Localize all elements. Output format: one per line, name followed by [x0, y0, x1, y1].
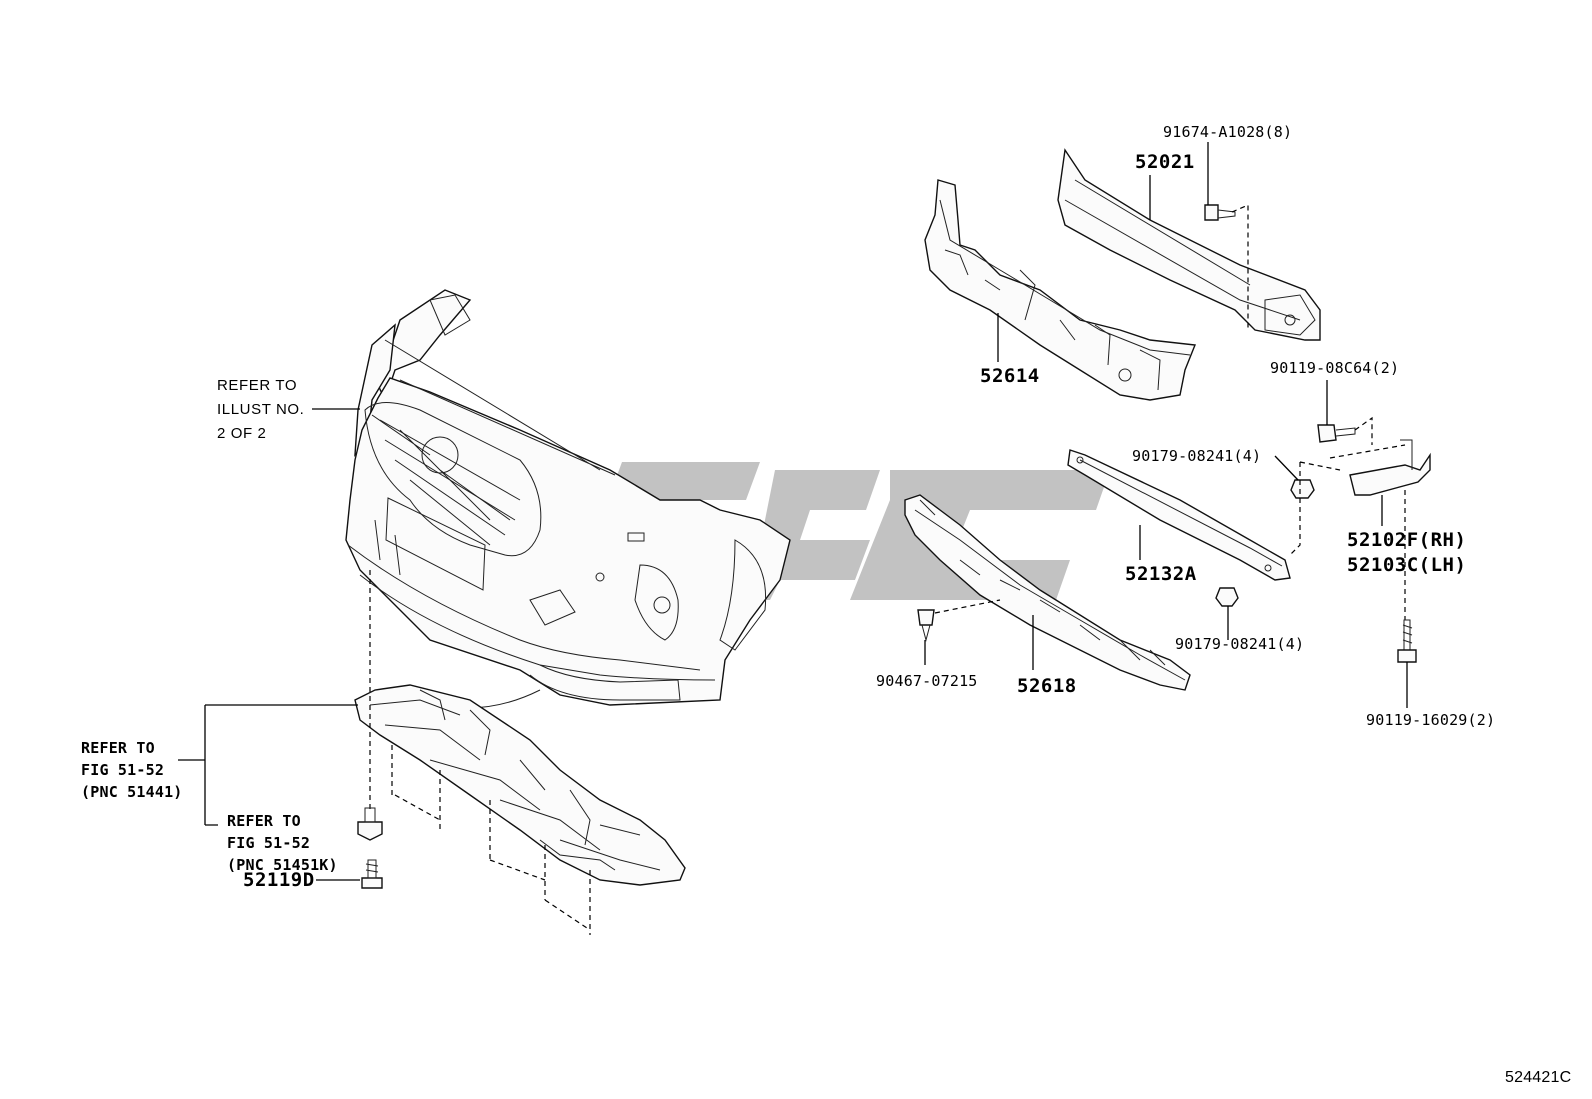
- bolt-90119-08C64-icon: [1317, 424, 1356, 443]
- label-90119-08C64[interactable]: 90119-08C64(2): [1270, 359, 1400, 377]
- label-52618[interactable]: 52618: [1017, 675, 1077, 697]
- bracket-52102F-illustration: [1349, 439, 1431, 496]
- label-90467-07215[interactable]: 90467-07215: [876, 672, 978, 690]
- bracket-52132A-illustration: [1067, 449, 1291, 581]
- refer-fig-a-line-1: REFER TO: [81, 739, 155, 757]
- label-52119D[interactable]: 52119D: [243, 869, 315, 891]
- refer-fig-51441-note[interactable]: REFER TO FIG 51-52 (PNC 51441): [81, 737, 183, 803]
- refer-fig-51451K-note[interactable]: REFER TO FIG 51-52 (PNC 51451K): [227, 810, 338, 876]
- refer-fig-b-line-3: (PNC 51451K): [227, 856, 338, 874]
- refer-fig-a-line-2: FIG 51-52: [81, 761, 165, 779]
- screw-52119D-icon: [361, 859, 383, 889]
- label-52102F-RH[interactable]: 52102F(RH): [1347, 529, 1467, 551]
- nut-90179-bottom-icon: [1215, 587, 1239, 607]
- refer-fig-b-line-1: REFER TO: [227, 812, 301, 830]
- illustration-code: 524421C: [1505, 1069, 1572, 1086]
- label-52614[interactable]: 52614: [980, 365, 1040, 387]
- label-52103C-LH[interactable]: 52103C(LH): [1347, 554, 1467, 576]
- under-cover-illustration: [354, 684, 686, 886]
- label-90179-08241-bottom[interactable]: 90179-08241(4): [1175, 635, 1305, 653]
- refer-illust-line-3: 2 OF 2: [217, 425, 267, 442]
- clip-90467-icon: [917, 609, 935, 642]
- label-90119-16029[interactable]: 90119-16029(2): [1366, 711, 1496, 729]
- absorber-52614-illustration: [924, 179, 1196, 401]
- refer-illust-line-1: REFER TO: [217, 377, 298, 394]
- bolt-91674-icon: [1204, 204, 1236, 221]
- refer-illust-line-2: ILLUST NO.: [217, 401, 305, 418]
- reinforcement-52021-illustration: [1057, 148, 1321, 341]
- refer-illust-note: REFER TO ILLUST NO. 2 OF 2: [217, 374, 304, 446]
- label-52021[interactable]: 52021: [1135, 151, 1195, 173]
- label-91674-A1028[interactable]: 91674-A1028(8): [1163, 123, 1293, 141]
- refer-fig-a-line-3: (PNC 51441): [81, 783, 183, 801]
- bumper-cover-illustration: [345, 289, 791, 709]
- bolt-90119-16029-icon: [1397, 619, 1417, 663]
- label-90179-08241-top[interactable]: 90179-08241(4): [1132, 447, 1262, 465]
- clip-icon: [357, 807, 383, 841]
- label-52132A[interactable]: 52132A: [1125, 563, 1197, 585]
- nut-90179-top-icon: [1290, 479, 1315, 499]
- refer-fig-b-line-2: FIG 51-52: [227, 834, 311, 852]
- absorber-52618-illustration: [904, 494, 1191, 691]
